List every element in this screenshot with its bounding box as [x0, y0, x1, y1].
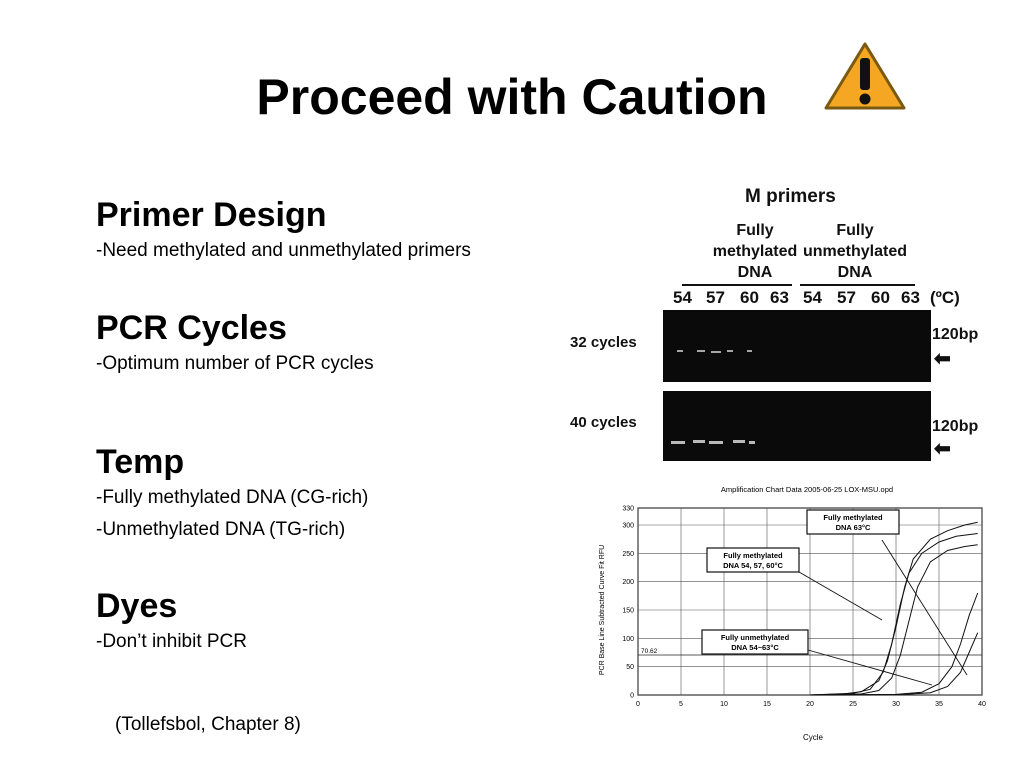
warning-triangle-icon — [824, 42, 906, 110]
gel-group-line: DNA — [837, 264, 873, 281]
section-line: -Need methylated and unmethylated primer… — [96, 240, 471, 261]
gel-temp-label: 60 — [871, 288, 890, 307]
gel-group-line: methylated — [712, 243, 798, 260]
chart-y-tick-label: 300 — [622, 523, 634, 530]
section-line: -Fully methylated DNA (CG-rich) — [96, 487, 369, 508]
gel-size-label: 120bp — [932, 418, 979, 435]
chart-y-axis-label: PCR Base Line Subtracted Curve Fit RFU — [599, 545, 606, 675]
chart-annotation-text: DNA 54, 57, 60°C — [723, 561, 783, 570]
gel-size-label: 120bp — [932, 326, 979, 343]
chart-series-line — [809, 521, 978, 696]
chart-annotation-box — [806, 509, 900, 535]
gel-temp-label: 57 — [706, 288, 725, 307]
chart-series-line — [809, 632, 979, 696]
gel-group-underline — [682, 284, 792, 286]
gel-temp-label: 54 — [803, 288, 822, 307]
gel-row-label: 32 cycles — [570, 334, 637, 351]
chart-ticks: 0 5 10 15 20 25 30 35 40 0 50 100 150 200 250 300 330 70.… — [622, 506, 986, 709]
section-primer-design: Primer Design -Need methylated and unmet… — [96, 195, 471, 267]
chart-y-tick-label: 200 — [622, 579, 634, 586]
gel-bands — [677, 350, 752, 353]
gel-temp-unit: (ºC) — [930, 288, 960, 307]
gel-group-line: Fully — [736, 222, 774, 239]
chart-y-tick-label: 250 — [622, 551, 634, 558]
chart-y-tick-label: 330 — [622, 506, 634, 513]
chart-annotation-text: Fully unmethylated — [721, 633, 790, 642]
section-pcr-cycles: PCR Cycles -Optimum number of PCR cycles — [96, 308, 374, 380]
chart-annotation-text: DNA 63°C — [836, 523, 871, 532]
section-dyes: Dyes -Don’t inhibit PCR — [96, 586, 247, 658]
chart-annotation-text: DNA 54~63°C — [731, 643, 779, 652]
chart-annotation-text: Fully methylated — [823, 513, 883, 522]
gel-title: M primers — [745, 186, 836, 207]
chart-x-tick-label: 5 — [679, 701, 683, 708]
chart-annotation-leader — [798, 571, 883, 621]
section-heading: Temp — [96, 443, 185, 481]
chart-x-tick-label: 10 — [720, 701, 728, 708]
chart-grid — [637, 507, 983, 696]
gel-temp-label: 63 — [770, 288, 789, 307]
gel-temp-label: 60 — [740, 288, 759, 307]
chart-series-line — [809, 544, 978, 696]
gel-bands — [671, 440, 755, 444]
bullet-content: Primer Design -Need methylated and unmet… — [96, 195, 566, 675]
section-heading: PCR Cycles — [96, 309, 287, 347]
chart-y-tick-label: 50 — [626, 664, 634, 671]
gel-figure: M primers Fully methylated DNA Fully unm… — [560, 180, 1000, 470]
amplification-chart: Amplification Chart Data 2005-06-25 LOX-… — [599, 485, 986, 742]
chart-x-tick-label: 40 — [978, 701, 986, 708]
citation: (Tollefsbol, Chapter 8) — [115, 714, 301, 735]
gel-temp-label: 54 — [673, 288, 692, 307]
gel-temp-label: 57 — [837, 288, 856, 307]
gel-band-32 — [663, 310, 931, 382]
chart-y-tick-label: 150 — [622, 608, 634, 615]
chart-annotation-box — [706, 547, 800, 573]
gel-group-methylated: Fully methylated DNA — [705, 220, 805, 283]
chart-annotation-leader — [881, 539, 968, 676]
arrow-left-icon: ⬅ — [934, 438, 951, 460]
chart-series-line — [809, 592, 979, 696]
chart-threshold-label: 70.62 — [641, 648, 658, 655]
chart-annotation-box — [701, 629, 809, 655]
gel-temp-label: 63 — [901, 288, 920, 307]
gel-row-label: 40 cycles — [570, 414, 637, 431]
gel-group-unmethylated: Fully unmethylated DNA — [790, 220, 920, 283]
chart-title: Amplification Chart Data 2005-06-25 LOX-… — [721, 485, 893, 494]
chart-y-tick-label: 0 — [630, 693, 634, 700]
section-temp: Temp -Fully methylated DNA (CG-rich) -Un… — [96, 442, 368, 546]
gel-group-line: DNA — [737, 264, 773, 281]
section-heading: Primer Design — [96, 196, 327, 234]
chart-annotation-leader — [807, 649, 933, 686]
chart-series-line — [809, 533, 978, 696]
gel-group-underline — [800, 284, 915, 286]
section-line: -Don’t inhibit PCR — [96, 631, 247, 652]
slide-title: Proceed with Caution — [256, 69, 768, 125]
chart-y-tick-label: 100 — [622, 636, 634, 643]
chart-x-tick-label: 35 — [935, 701, 943, 708]
chart-x-tick-label: 15 — [763, 701, 771, 708]
gel-band-40 — [663, 391, 931, 461]
chart-x-tick-label: 25 — [849, 701, 857, 708]
chart-series — [809, 521, 979, 696]
arrow-left-icon: ⬅ — [934, 348, 951, 370]
gel-group-line: Fully — [836, 222, 874, 239]
chart-annotation-text: Fully methylated — [723, 551, 783, 560]
section-heading: Dyes — [96, 587, 178, 625]
section-line: -Unmethylated DNA (TG-rich) — [96, 519, 346, 540]
chart-x-tick-label: 0 — [636, 701, 640, 708]
section-line: -Optimum number of PCR cycles — [96, 353, 374, 374]
chart-x-axis-label: Cycle — [803, 733, 824, 742]
gel-group-line: unmethylated — [802, 243, 907, 260]
chart-x-tick-label: 30 — [892, 701, 900, 708]
chart-x-tick-label: 20 — [806, 701, 814, 708]
